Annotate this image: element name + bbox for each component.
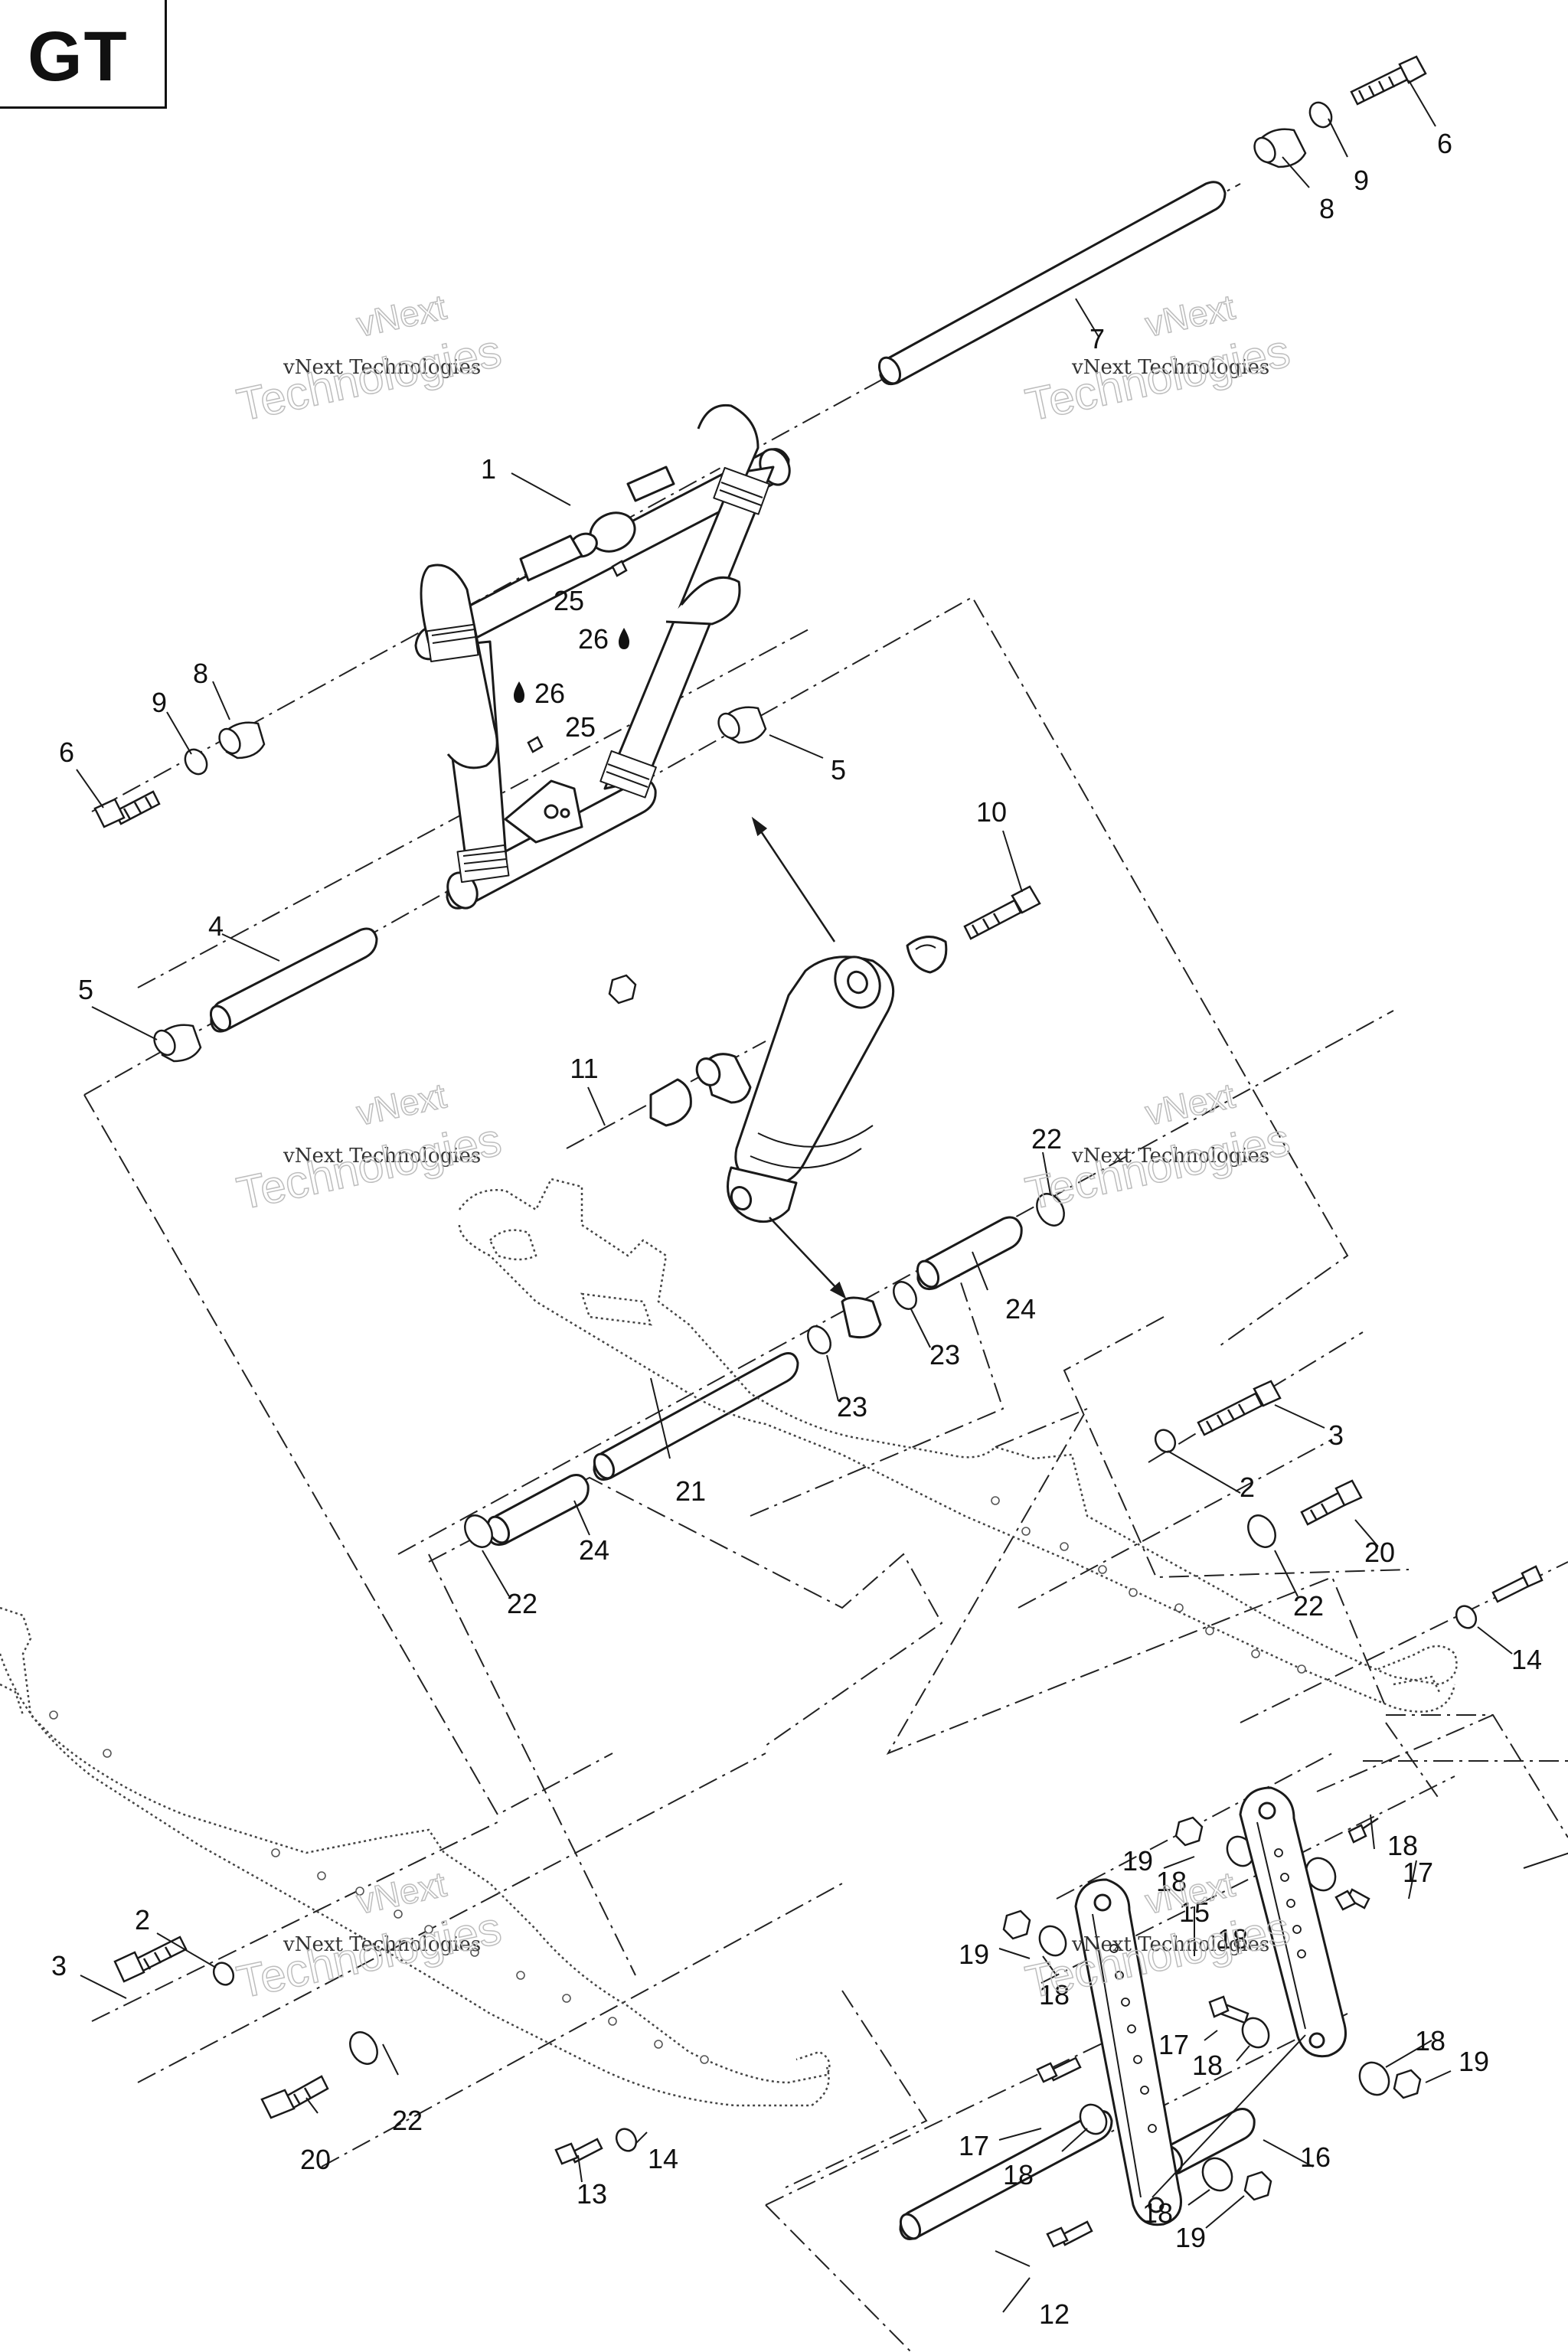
watermark-vnext: vNext	[353, 286, 449, 344]
rear-link-arms	[1074, 1786, 1347, 2226]
tubes-and-shafts	[209, 181, 1256, 2240]
bolt-6-lower	[93, 790, 161, 828]
callout-19-d: 19	[1175, 2222, 1206, 2253]
bolt-6-upper	[1350, 55, 1427, 106]
callout-13: 13	[577, 2178, 607, 2210]
watermark-vnext-technologies: vNext Technologies	[283, 1933, 481, 1956]
callout-5-lower: 5	[78, 974, 93, 1005]
direction-arrows	[751, 816, 847, 1299]
callout-9-lower: 9	[152, 687, 167, 718]
callout-25-upper: 25	[554, 585, 584, 616]
callout-3-lower: 3	[51, 1950, 67, 1981]
callout-18-e: 18	[1192, 2050, 1223, 2081]
slide-rail-lower	[0, 1606, 831, 2107]
callout-18-d: 18	[1039, 1979, 1070, 2011]
callout-14-upper: 14	[1511, 1644, 1542, 1675]
callout-14-lower: 14	[648, 2143, 678, 2174]
callout-17-c: 17	[959, 2130, 989, 2161]
leader-lines	[76, 80, 1568, 2313]
callout-2-upper: 2	[1240, 1472, 1255, 1503]
watermark-vnext: vNext	[1142, 1075, 1238, 1132]
callout-22-left: 22	[507, 1588, 537, 1619]
slide-rail-upper	[458, 1178, 1458, 1713]
shock-absorber	[649, 936, 948, 1339]
callout-19-c: 19	[1459, 2046, 1489, 2077]
callout-26-upper: 26	[578, 623, 609, 655]
callout-5-upper: 5	[831, 754, 846, 786]
watermark-vnext-technologies: vNext Technologies	[1071, 1145, 1269, 1168]
hardware-parts	[93, 55, 1544, 2248]
callout-18-a: 18	[1156, 1866, 1187, 1897]
model-code-box: GT	[0, 0, 167, 109]
callout-22-lower: 22	[392, 2105, 423, 2136]
watermark-vnext-technologies: vNext Technologies	[283, 356, 481, 379]
callout-20-upper: 20	[1364, 1537, 1395, 1568]
callout-26-lower: 26	[534, 678, 565, 709]
callout-18-b: 18	[1387, 1830, 1418, 1861]
model-code-label: GT	[28, 18, 129, 96]
callout-22-top: 22	[1031, 1123, 1062, 1155]
callout-25-lower: 25	[565, 711, 596, 743]
callout-8-lower: 8	[193, 658, 208, 689]
callout-18-f: 18	[1415, 2025, 1446, 2056]
callout-18-h: 18	[1142, 2197, 1173, 2229]
front-arm-assembly	[414, 403, 791, 910]
watermark-vnext: vNext	[353, 1075, 449, 1132]
watermark-vnext-technologies: vNext Technologies	[283, 1145, 481, 1168]
callout-24-left: 24	[579, 1534, 609, 1566]
callout-17-a: 17	[1403, 1857, 1433, 1888]
callout-6-upper: 6	[1437, 128, 1452, 159]
watermark-vnext-technologies: vNext Technologies	[1071, 356, 1269, 379]
callout-3-upper: 3	[1328, 1419, 1344, 1451]
callout-23-right: 23	[929, 1339, 960, 1370]
callout-9-upper: 9	[1354, 165, 1369, 196]
watermark-vnext-technologies: vNext Technologies	[1071, 1933, 1269, 1956]
callout-19-b: 19	[959, 1939, 989, 1970]
watermark-vnext: vNext	[1142, 286, 1238, 344]
callout-20-lower: 20	[300, 2144, 331, 2175]
callout-7: 7	[1089, 323, 1105, 354]
callout-11: 11	[570, 1053, 598, 1084]
callout-8-upper: 8	[1319, 193, 1334, 224]
callout-24-right: 24	[1005, 1293, 1036, 1325]
grease-drop-icon	[514, 681, 524, 703]
callout-12: 12	[1039, 2298, 1070, 2330]
grease-drop-icon	[619, 628, 629, 649]
rail-holes	[49, 1496, 1306, 2064]
callout-6-lower: 6	[59, 737, 74, 768]
callout-1: 1	[481, 453, 496, 485]
watermark-vnext: vNext	[353, 1864, 449, 1921]
callout-10: 10	[976, 796, 1007, 828]
callout-18-c: 18	[1217, 1923, 1248, 1955]
callout-4: 4	[208, 910, 224, 942]
callout-labels: 1 6 9 8 7 25 26 26 25 5 6 9 8 10 4 5 11 …	[51, 128, 1542, 2330]
callout-23-left: 23	[837, 1391, 867, 1423]
callout-15: 15	[1179, 1896, 1210, 1928]
callout-17-b: 17	[1158, 2029, 1189, 2060]
callout-19-a: 19	[1122, 1845, 1153, 1877]
callout-16: 16	[1300, 2141, 1331, 2173]
grease-drop-icons	[514, 628, 629, 703]
callout-21: 21	[675, 1475, 706, 1507]
callout-2-lower: 2	[135, 1904, 150, 1936]
callout-22-right: 22	[1293, 1590, 1324, 1622]
callout-18-g: 18	[1003, 2159, 1034, 2190]
